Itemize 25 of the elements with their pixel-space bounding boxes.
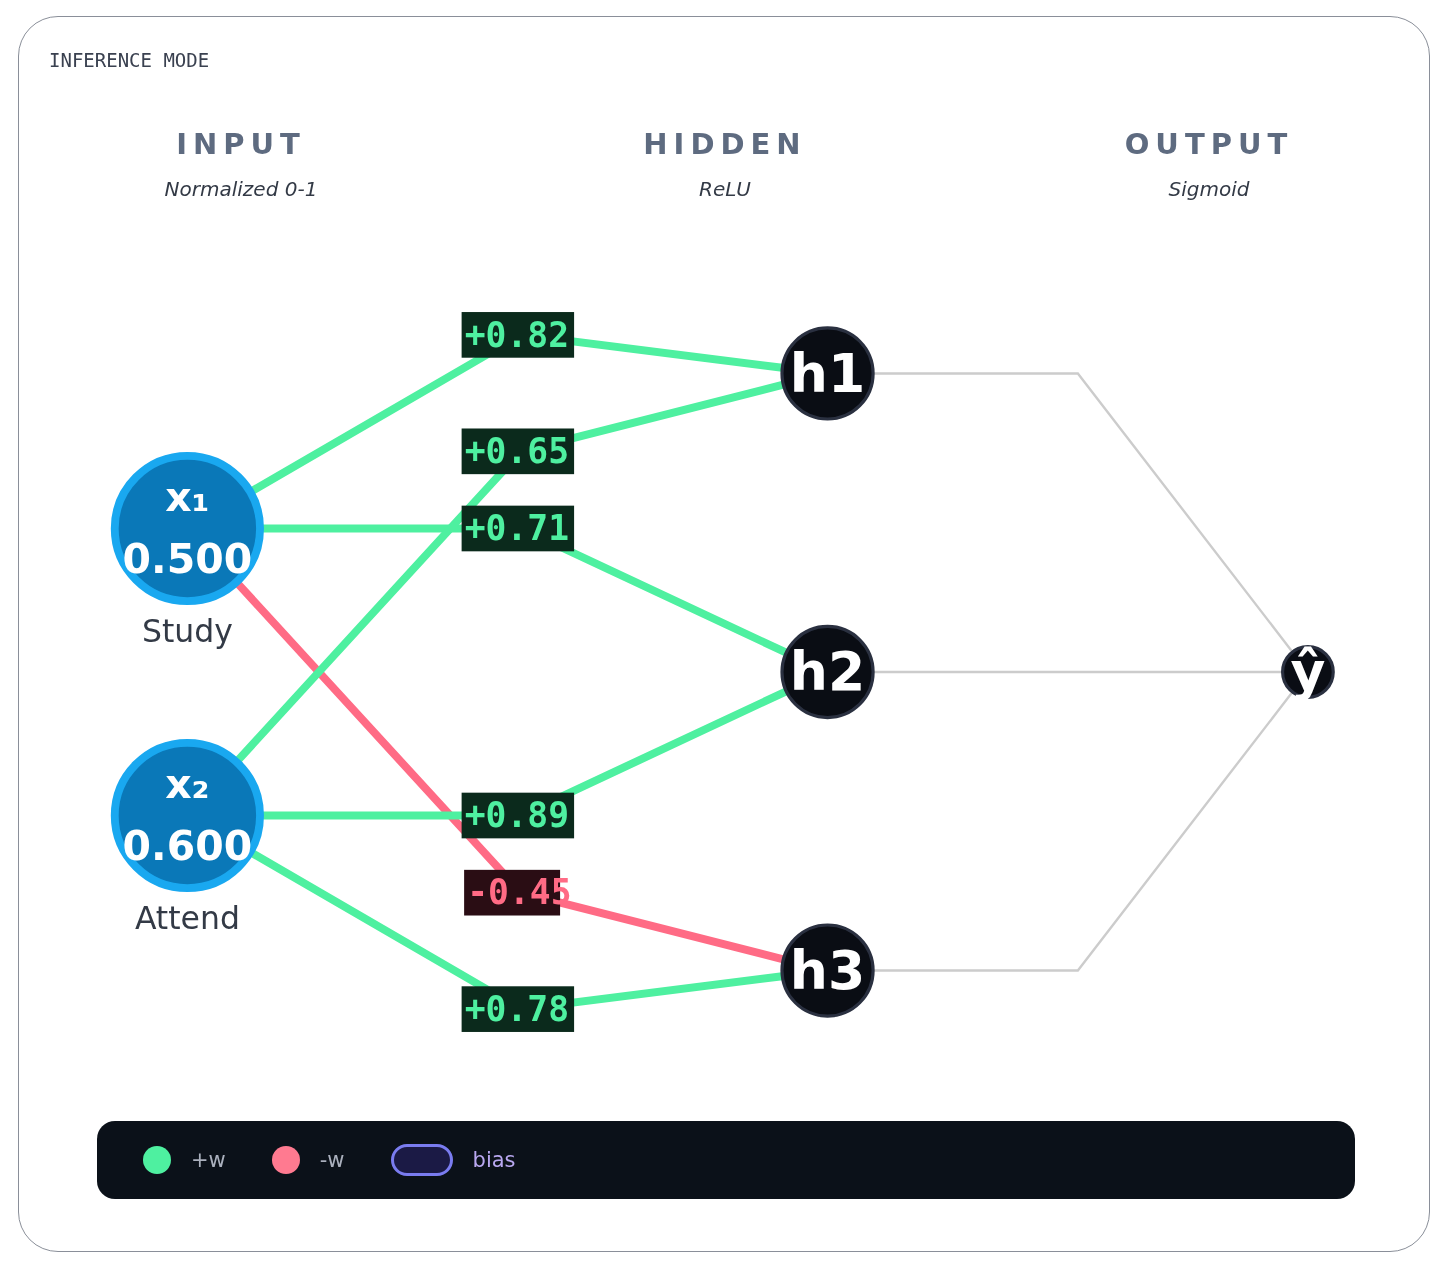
column-heading: INPUT [176, 127, 306, 161]
node-circle: h3 [780, 923, 875, 1018]
connector [873, 691, 1294, 972]
node-caption: Attend [134, 900, 240, 937]
weight-label: +0.89 [461, 792, 575, 839]
node-circle: h1 [780, 326, 875, 421]
connector [873, 372, 1294, 653]
weight-label: +0.65 [461, 428, 575, 475]
column-heading: HIDDEN [643, 127, 807, 161]
node-circle: x₁ 0.500 [110, 451, 264, 606]
legend-label: +w [191, 1148, 226, 1172]
column-subtitle: ReLU [699, 177, 751, 201]
column-subtitle: Normalized 0-1 [164, 177, 318, 201]
legend-label: -w [319, 1148, 345, 1172]
node-circle: x₂ 0.600 [110, 738, 264, 893]
weight-label: +0.71 [461, 505, 575, 552]
column-heading: OUTPUT [1124, 127, 1294, 161]
legend-label: bias [472, 1148, 516, 1172]
node-caption: Study [141, 613, 233, 650]
column-subtitle: Sigmoid [1168, 177, 1250, 201]
weight-label: +0.82 [461, 312, 575, 358]
node-circle: h2 [780, 624, 875, 720]
node-circle: ŷ [1281, 645, 1335, 699]
mode-label: INFERENCE MODE [49, 49, 210, 71]
weight-label: +0.78 [461, 986, 575, 1032]
